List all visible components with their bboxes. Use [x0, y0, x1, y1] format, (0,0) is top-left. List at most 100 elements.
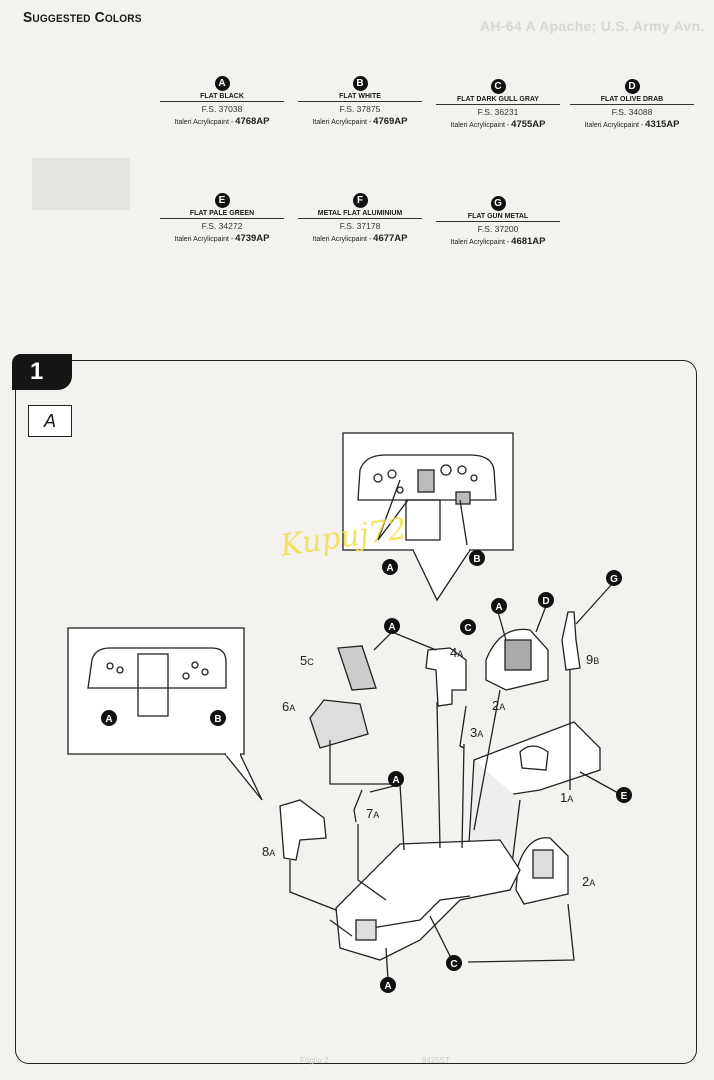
part-7a-drawing — [353, 789, 363, 823]
color-letter-badge: B — [352, 76, 368, 91]
part-label-8a: 8A — [262, 844, 275, 859]
fs-number: F.S. 37038 — [201, 104, 243, 114]
paint-brand: Italeri Acrylicpaint - — [584, 122, 644, 129]
part-5c-glass — [337, 645, 377, 691]
svg-text:B: B — [473, 554, 480, 565]
callout-a-parts: A — [384, 618, 400, 634]
callout-b-panel: B — [469, 550, 485, 566]
paint-brand: Italeri Acrylicpaint - — [312, 236, 372, 243]
svg-text:A: A — [388, 622, 395, 633]
callout-a-panel: A — [382, 559, 398, 575]
fs-number: F.S. 37200 — [477, 224, 519, 234]
rear-panel-drawing — [87, 647, 227, 689]
part-label-5c: 5C — [300, 653, 314, 668]
part-6a-drawing — [309, 699, 369, 749]
paint-code: 4755AP — [511, 119, 546, 130]
paint-reference: Italeri Acrylicpaint - 4769AP — [298, 116, 422, 127]
svg-text:D: D — [542, 596, 549, 607]
color-letter-badge: D — [624, 79, 640, 94]
svg-text:A: A — [386, 563, 393, 574]
callout-a-rear-panel: A — [101, 710, 117, 726]
paint-reference: Italeri Acrylicpaint - 4681AP — [436, 236, 560, 247]
part-label-7a: 7A — [366, 806, 379, 821]
callout-a-seat: A — [491, 598, 507, 614]
color-name: Flat Black — [160, 93, 284, 102]
svg-text:B: B — [214, 714, 221, 725]
paint-code: 4769AP — [373, 116, 408, 127]
paint-brand: Italeri Acrylicpaint - — [174, 119, 234, 126]
instrument-panel-drawing — [357, 454, 497, 501]
color-card-f: F Metal Flat Aluminium F.S. 37178 Italer… — [298, 193, 422, 244]
cockpit-tub — [335, 839, 521, 961]
paint-brand: Italeri Acrylicpaint - — [450, 239, 510, 246]
page-title: Suggested Colors — [23, 9, 142, 26]
callout-c-seat: C — [460, 619, 476, 635]
callout-g-stick: G — [606, 570, 622, 586]
paint-code: 4768AP — [235, 116, 270, 127]
part-label-4a: 4A — [450, 645, 463, 660]
svg-text:G: G — [610, 574, 618, 585]
color-letter-badge: A — [214, 76, 230, 91]
color-card-b: B Flat White F.S. 37875 Italeri Acrylicp… — [298, 76, 422, 127]
color-name: Flat White — [298, 93, 422, 102]
fs-number: F.S. 36231 — [477, 107, 519, 117]
callout-a-wire: A — [388, 771, 404, 787]
svg-text:C: C — [450, 959, 457, 970]
svg-text:A: A — [392, 775, 399, 786]
paint-brand: Italeri Acrylicpaint - — [312, 119, 372, 126]
fs-number: F.S. 34088 — [611, 107, 653, 117]
color-letter-badge: F — [352, 193, 368, 208]
paint-reference: Italeri Acrylicpaint - 4315AP — [570, 119, 694, 130]
detail-box-rear-panel — [67, 627, 245, 755]
callout-a-tub: A — [380, 977, 396, 993]
color-name: Flat Dark Gull Gray — [436, 96, 560, 105]
paint-reference: Italeri Acrylicpaint - 4677AP — [298, 233, 422, 244]
part-label-1a: 1A — [560, 790, 573, 805]
part-3a-drawing — [459, 705, 467, 749]
svg-text:A: A — [495, 602, 502, 613]
footer-code: 9425ST — [422, 1056, 451, 1065]
paint-reference: Italeri Acrylicpaint - 4739AP — [160, 233, 284, 244]
color-letter-badge: G — [490, 196, 506, 211]
paint-code: 4315AP — [645, 119, 680, 130]
part-9b-stick — [561, 611, 581, 671]
color-card-c: C Flat Dark Gull Gray F.S. 36231 Italeri… — [436, 79, 560, 130]
step-number: 1 — [12, 354, 72, 390]
color-letter-badge: C — [490, 79, 506, 94]
part-label-9b: 9B — [586, 652, 599, 667]
svg-text:A: A — [384, 981, 391, 992]
paint-reference: Italeri Acrylicpaint - 4768AP — [160, 116, 284, 127]
callout-c-tub: C — [446, 955, 462, 971]
callout-d-seat: D — [538, 592, 554, 608]
paint-brand: Italeri Acrylicpaint - — [450, 122, 510, 129]
svg-text:C: C — [464, 623, 471, 634]
paint-code: 4739AP — [235, 233, 270, 244]
part-label-6a: 6A — [282, 699, 295, 714]
footer-page: Foglio 2 — [300, 1056, 329, 1065]
color-card-e: E Flat Pale Green F.S. 34272 Italeri Acr… — [160, 193, 284, 244]
svg-text:E: E — [621, 791, 628, 802]
part-4a-drawing — [425, 647, 467, 707]
paint-code: 4681AP — [511, 236, 546, 247]
assembly-step-panel — [15, 360, 697, 1064]
paint-code: 4677AP — [373, 233, 408, 244]
sub-assembly-label: A — [28, 405, 72, 437]
color-name: Flat Olive Drab — [570, 96, 694, 105]
paint-reference: Italeri Acrylicpaint - 4755AP — [436, 119, 560, 130]
fs-number: F.S. 34272 — [201, 221, 243, 231]
color-name: Metal Flat Aluminium — [298, 210, 422, 219]
color-card-a: A Flat Black F.S. 37038 Italeri Acrylicp… — [160, 76, 284, 127]
fs-number: F.S. 37178 — [339, 221, 381, 231]
part-label-3a: 3A — [470, 725, 483, 740]
svg-text:A: A — [105, 714, 112, 725]
color-name: Flat Gun Metal — [436, 213, 560, 222]
callout-b-rear-panel: B — [210, 710, 226, 726]
callout-e-floor: E — [616, 787, 632, 803]
color-card-d: D Flat Olive Drab F.S. 34088 Italeri Acr… — [570, 79, 694, 130]
bleed-through-shape — [32, 158, 130, 210]
paint-brand: Italeri Acrylicpaint - — [174, 236, 234, 243]
color-card-g: G Flat Gun Metal F.S. 37200 Italeri Acry… — [436, 196, 560, 247]
part-label-2a-top: 2A — [492, 698, 505, 713]
color-letter-badge: E — [214, 193, 230, 208]
